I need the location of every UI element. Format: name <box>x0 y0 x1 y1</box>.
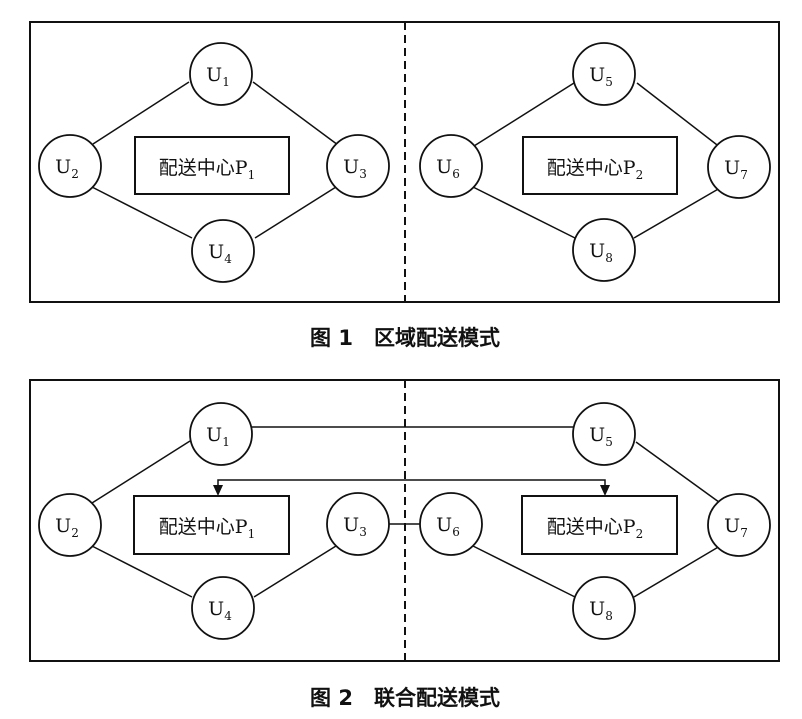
svg-text:U3: U3 <box>343 514 367 539</box>
figure-2-edges <box>89 426 724 598</box>
figure-2: 配送中心P1 配送中心P2 U1 U2 U3 U4 U5 <box>29 379 780 662</box>
svg-text:U4: U4 <box>208 241 232 266</box>
node-u3: U3 <box>326 134 390 198</box>
center-label: 配送中心P <box>159 516 248 538</box>
edge-u5-u7 <box>635 441 724 506</box>
center-box <box>522 136 678 195</box>
edge-u3-u4 <box>253 545 337 598</box>
center-box <box>521 495 678 555</box>
distribution-center-p2: 配送中心P2 <box>522 136 678 195</box>
edge-u6-u8 <box>472 186 576 239</box>
distribution-center-p1: 配送中心P1 <box>133 495 290 555</box>
node-u7: U7 <box>707 493 771 557</box>
node-u4: U4 <box>191 576 255 640</box>
node-u2: U2 <box>38 493 102 557</box>
svg-text:U5: U5 <box>589 424 613 449</box>
svg-text:U8: U8 <box>589 240 613 265</box>
figure-1: 配送中心P1 配送中心P2 U1 U2 U3 U4 U5 <box>29 21 780 303</box>
node-u3: U3 <box>326 492 390 556</box>
node-u5: U5 <box>572 42 636 106</box>
node-u4: U4 <box>191 219 255 283</box>
edge-u2-u4 <box>89 185 193 239</box>
svg-text:U5: U5 <box>589 64 613 89</box>
centers-connector <box>217 479 606 492</box>
edge-u5-u7 <box>636 82 722 149</box>
svg-text:配送中心P2: 配送中心P2 <box>547 157 643 182</box>
svg-text:配送中心P1: 配送中心P1 <box>159 516 255 541</box>
edge-u3-u4 <box>254 186 337 239</box>
svg-text:U6: U6 <box>436 514 460 539</box>
node-u2: U2 <box>38 134 102 198</box>
center-subscript: 2 <box>636 168 644 182</box>
svg-text:U7: U7 <box>724 157 748 182</box>
svg-text:U4: U4 <box>208 598 232 623</box>
center-label: 配送中心P <box>547 157 636 179</box>
figure-2-caption: 图 2 联合配送模式 <box>310 686 500 710</box>
center-subscript: 2 <box>636 527 644 541</box>
center-label: 配送中心P <box>547 516 636 538</box>
arrowhead-left <box>213 485 223 496</box>
arrowhead-right <box>600 485 610 496</box>
distribution-center-p2: 配送中心P2 <box>521 495 678 555</box>
center-label: 配送中心P <box>159 157 248 179</box>
svg-text:U3: U3 <box>343 156 367 181</box>
edge-u5-u6 <box>473 82 575 147</box>
svg-text:U8: U8 <box>589 598 613 623</box>
center-subscript: 1 <box>248 527 256 541</box>
node-u6: U6 <box>419 134 483 198</box>
edge-u6-u8 <box>472 545 576 598</box>
node-u8: U8 <box>572 576 636 640</box>
svg-text:配送中心P2: 配送中心P2 <box>547 516 643 541</box>
svg-text:U6: U6 <box>436 156 460 181</box>
figure-1-edges <box>89 81 722 239</box>
svg-text:U1: U1 <box>206 64 230 89</box>
center-subscript: 1 <box>248 168 256 182</box>
edge-u1-u2 <box>92 81 190 145</box>
node-u5: U5 <box>572 402 636 466</box>
svg-text:U2: U2 <box>55 156 79 181</box>
center-box <box>134 136 290 195</box>
edge-u2-u4 <box>89 544 193 598</box>
svg-text:U7: U7 <box>724 515 748 540</box>
edge-u7-u8 <box>633 187 721 239</box>
svg-text:U2: U2 <box>55 515 79 540</box>
node-u7: U7 <box>707 135 771 199</box>
edge-u7-u8 <box>633 545 721 598</box>
figure-1-caption: 图 1 区域配送模式 <box>310 326 500 350</box>
node-u1: U1 <box>189 42 253 106</box>
svg-text:U1: U1 <box>206 424 230 449</box>
distribution-center-p1: 配送中心P1 <box>134 136 290 195</box>
node-u6: U6 <box>419 492 483 556</box>
edge-u1-u2 <box>91 440 191 504</box>
svg-text:配送中心P1: 配送中心P1 <box>159 157 255 182</box>
center-box <box>133 495 290 555</box>
node-u1: U1 <box>189 402 253 466</box>
edge-u1-u3 <box>252 81 339 146</box>
node-u8: U8 <box>572 218 636 282</box>
